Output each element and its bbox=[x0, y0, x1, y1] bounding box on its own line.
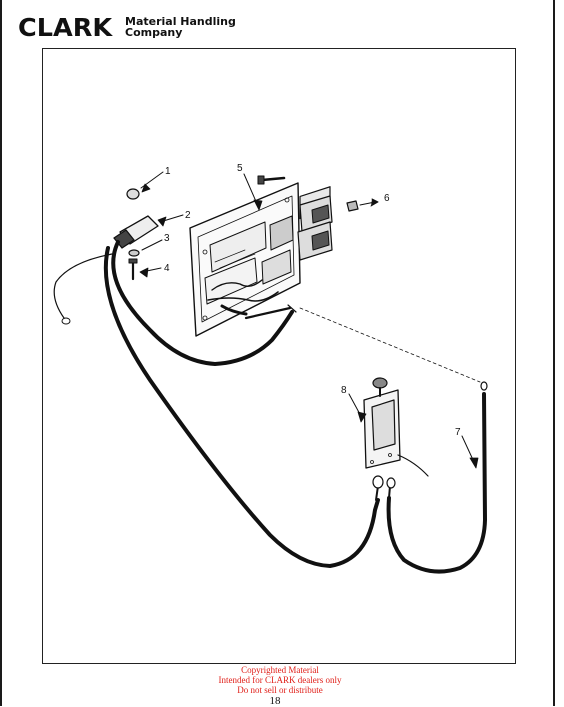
clark-logo: CLARK bbox=[18, 13, 113, 42]
company-name-line2: Company bbox=[125, 26, 183, 39]
nut-item-1 bbox=[126, 171, 164, 200]
callout-3: 3 bbox=[164, 233, 170, 244]
callout-6: 6 bbox=[384, 193, 390, 204]
control-panel bbox=[189, 182, 333, 337]
screw-item-5 bbox=[257, 175, 286, 185]
company-name-line1: Material Handling bbox=[125, 15, 236, 28]
connector-item-2 bbox=[113, 214, 184, 249]
bolt-item-6 bbox=[346, 198, 379, 212]
switch-cable bbox=[386, 381, 488, 574]
bolt-item-4 bbox=[128, 258, 162, 281]
page-number: 18 bbox=[269, 695, 281, 707]
copyright-line-2: Intended for CLARK dealers only bbox=[218, 675, 342, 685]
page-right-border bbox=[553, 0, 555, 706]
callout-8: 8 bbox=[341, 385, 347, 396]
callout-5: 5 bbox=[237, 163, 243, 174]
copyright-line-1: Copyrighted Material bbox=[241, 665, 319, 675]
callout-4: 4 bbox=[164, 263, 170, 274]
callout-7: 7 bbox=[455, 427, 461, 438]
company-name: Material Handling Company bbox=[125, 16, 236, 38]
illustration-frame bbox=[42, 48, 516, 664]
washer-item-3 bbox=[128, 239, 163, 257]
copyright-notice: Copyrighted Material Intended for CLARK … bbox=[180, 665, 380, 695]
copyright-line-3: Do not sell or distribute bbox=[237, 685, 323, 695]
pushbutton-switch-item-8 bbox=[348, 377, 429, 477]
cable-item-7-leader bbox=[461, 435, 479, 469]
page-left-border bbox=[0, 0, 2, 706]
callout-1: 1 bbox=[165, 166, 171, 177]
callout-2: 2 bbox=[185, 210, 191, 221]
